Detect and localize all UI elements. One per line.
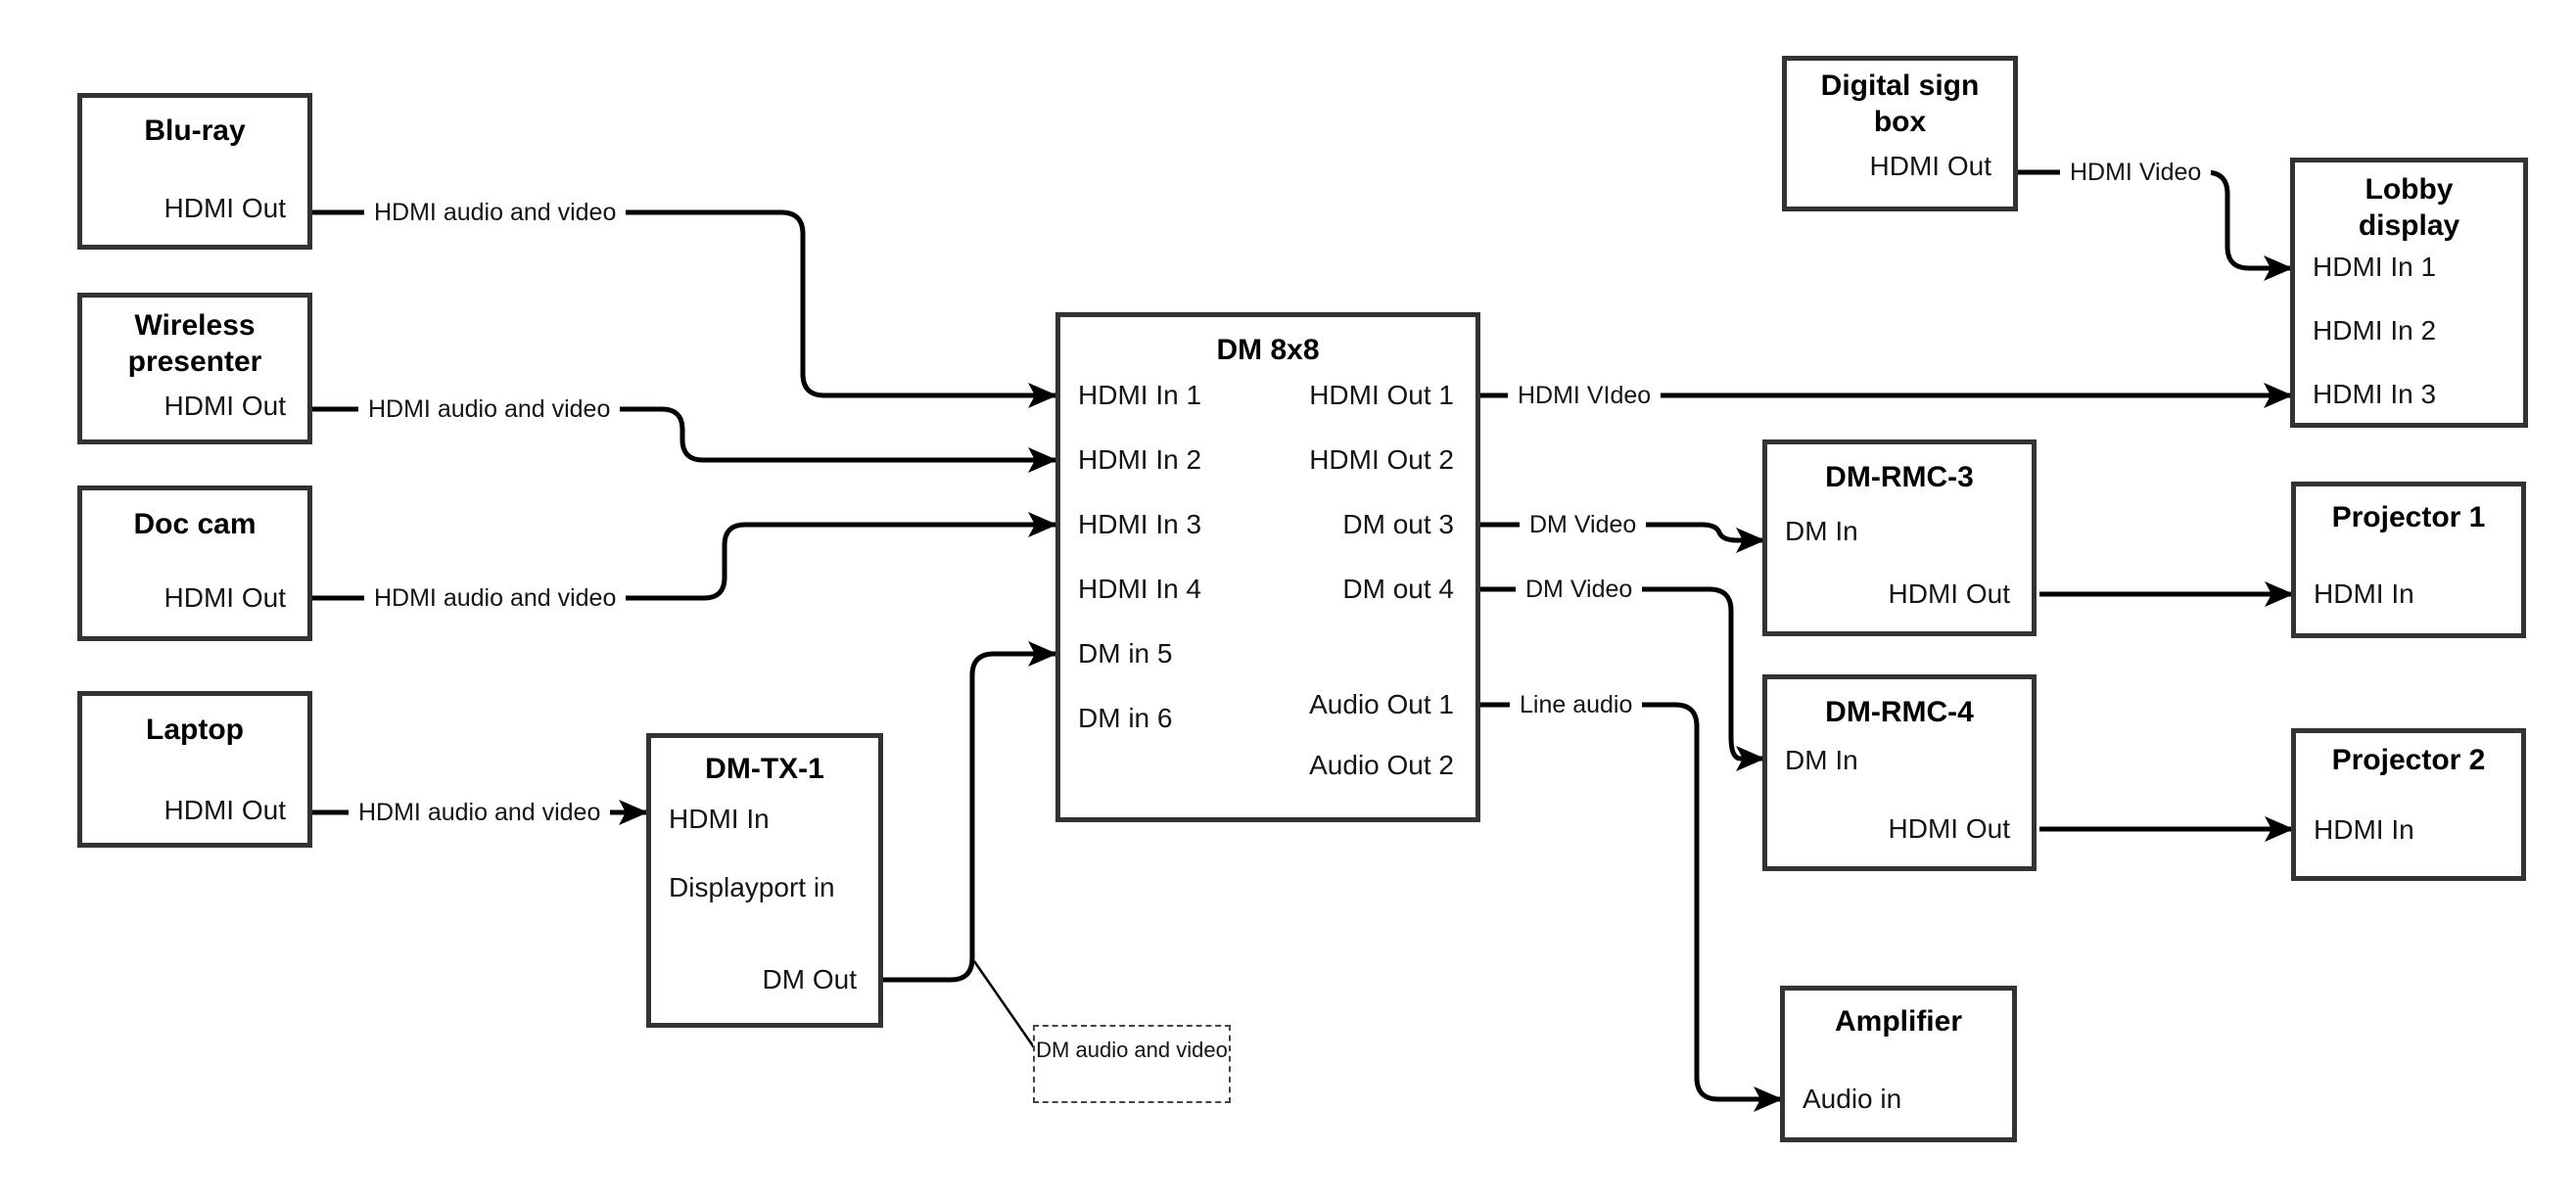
edge-out4-rmc4	[1480, 586, 1765, 771]
node-wireless-presenter: Wireless presenter HDMI Out	[77, 293, 312, 444]
edge-label-line-audio: Line audio	[1510, 689, 1643, 720]
port-hdmi-out: HDMI Out	[164, 582, 286, 613]
port-dm-out-3: DM out 3	[1342, 509, 1454, 539]
edge-dmtx-dm8x8	[883, 641, 1057, 983]
node-title: DM-TX-1	[705, 753, 824, 785]
port-hdmi-out-1: HDMI Out 1	[1309, 380, 1454, 410]
note-dm-audio-video: DM audio and video	[1033, 1025, 1231, 1103]
edge-doccam-dm8x8	[312, 512, 1057, 601]
edge-label-wireless: HDMI audio and video	[358, 393, 621, 425]
port-dm-in-6: DM in 6	[1078, 703, 1173, 733]
edge-label-hdmi-video-sign: HDMI Video	[2060, 157, 2212, 188]
port-dm-out-4: DM out 4	[1342, 574, 1454, 604]
edge-label-hdmi-video-out1: HDMI VIdeo	[1508, 380, 1662, 411]
node-dm-rmc-4: DM-RMC-4 DM In HDMI Out	[1762, 674, 2037, 871]
port-hdmi-out-2: HDMI Out 2	[1309, 444, 1454, 475]
port-hdmi-in-1: HDMI In 1	[2313, 252, 2437, 282]
edge-wireless-dm8x8	[312, 406, 1057, 473]
node-title: Doc cam	[133, 508, 257, 540]
port-hdmi-in-1: HDMI In 1	[1078, 380, 1202, 410]
node-title: DM-RMC-3	[1825, 461, 1974, 493]
node-projector-2: Projector 2 HDMI In	[2291, 728, 2526, 881]
port-hdmi-out: HDMI Out	[164, 391, 286, 421]
node-title: Digital sign box	[1820, 69, 1980, 138]
edge-label-dm-video-4: DM Video	[1516, 574, 1643, 605]
port-audio-in: Audio in	[1803, 1084, 1902, 1114]
edge-label-dm-video-3: DM Video	[1520, 509, 1647, 540]
port-dm-in: DM In	[1785, 745, 1858, 775]
node-lobby-display: Lobby display HDMI In 1 HDMI In 2 HDMI I…	[2290, 158, 2528, 428]
node-bluray: Blu-ray HDMI Out	[77, 93, 312, 250]
node-amplifier: Amplifier Audio in	[1780, 986, 2017, 1142]
port-hdmi-in-2: HDMI In 2	[1078, 444, 1202, 475]
port-hdmi-in: HDMI In	[2314, 578, 2414, 609]
port-hdmi-in-3: HDMI In 3	[1078, 509, 1202, 539]
port-hdmi-out: HDMI Out	[1888, 813, 2010, 844]
node-title: DM 8x8	[1216, 334, 1320, 366]
node-projector-1: Projector 1 HDMI In	[2291, 482, 2526, 638]
port-audio-out-1: Audio Out 1	[1309, 689, 1454, 719]
edge-out3-rmc3	[1480, 522, 1765, 553]
node-dm-rmc-3: DM-RMC-3 DM In HDMI Out	[1762, 439, 2037, 636]
port-displayport-in: Displayport in	[669, 872, 835, 902]
port-hdmi-out: HDMI Out	[1869, 151, 1991, 181]
node-title: Projector 2	[2331, 744, 2486, 776]
port-hdmi-in-4: HDMI In 4	[1078, 574, 1202, 604]
edge-label-bluray: HDMI audio and video	[364, 197, 627, 228]
port-dm-in: DM In	[1785, 516, 1858, 546]
edge-bluray-dm8x8	[312, 209, 1057, 408]
edge-sign-lobby	[2018, 169, 2293, 281]
port-hdmi-in: HDMI In	[2314, 814, 2414, 845]
node-title: DM-RMC-4	[1825, 696, 1974, 728]
node-title: Wireless presenter	[127, 309, 262, 378]
node-doc-cam: Doc cam HDMI Out	[77, 485, 312, 641]
node-title: Blu-ray	[144, 115, 246, 147]
port-audio-out-2: Audio Out 2	[1309, 750, 1454, 780]
port-dm-in-5: DM in 5	[1078, 638, 1173, 669]
node-dm-8x8: DM 8x8 HDMI In 1 HDMI In 2 HDMI In 3 HDM…	[1055, 312, 1480, 822]
edge-label-doccam: HDMI audio and video	[364, 582, 627, 614]
node-title: Laptop	[146, 714, 244, 746]
edge-label-laptop: HDMI audio and video	[349, 797, 611, 828]
port-hdmi-out: HDMI Out	[164, 795, 286, 825]
node-title: Lobby display	[2358, 173, 2460, 242]
node-title: Projector 1	[2331, 501, 2486, 533]
note-leader-line	[972, 960, 1036, 1048]
node-dm-tx-1: DM-TX-1 HDMI In Displayport in DM Out	[646, 733, 883, 1028]
port-hdmi-out: HDMI Out	[1888, 578, 2010, 609]
port-hdmi-in-3: HDMI In 3	[2313, 379, 2437, 409]
node-laptop: Laptop HDMI Out	[77, 691, 312, 848]
port-dm-out: DM Out	[762, 964, 857, 994]
node-digital-sign-box: Digital sign box HDMI Out	[1782, 56, 2018, 211]
edge-audio1-amp	[1480, 702, 1783, 1112]
port-hdmi-in: HDMI In	[669, 804, 770, 834]
node-title: Amplifier	[1834, 1005, 1963, 1038]
port-hdmi-out: HDMI Out	[164, 193, 286, 223]
port-hdmi-in-2: HDMI In 2	[2313, 315, 2437, 346]
